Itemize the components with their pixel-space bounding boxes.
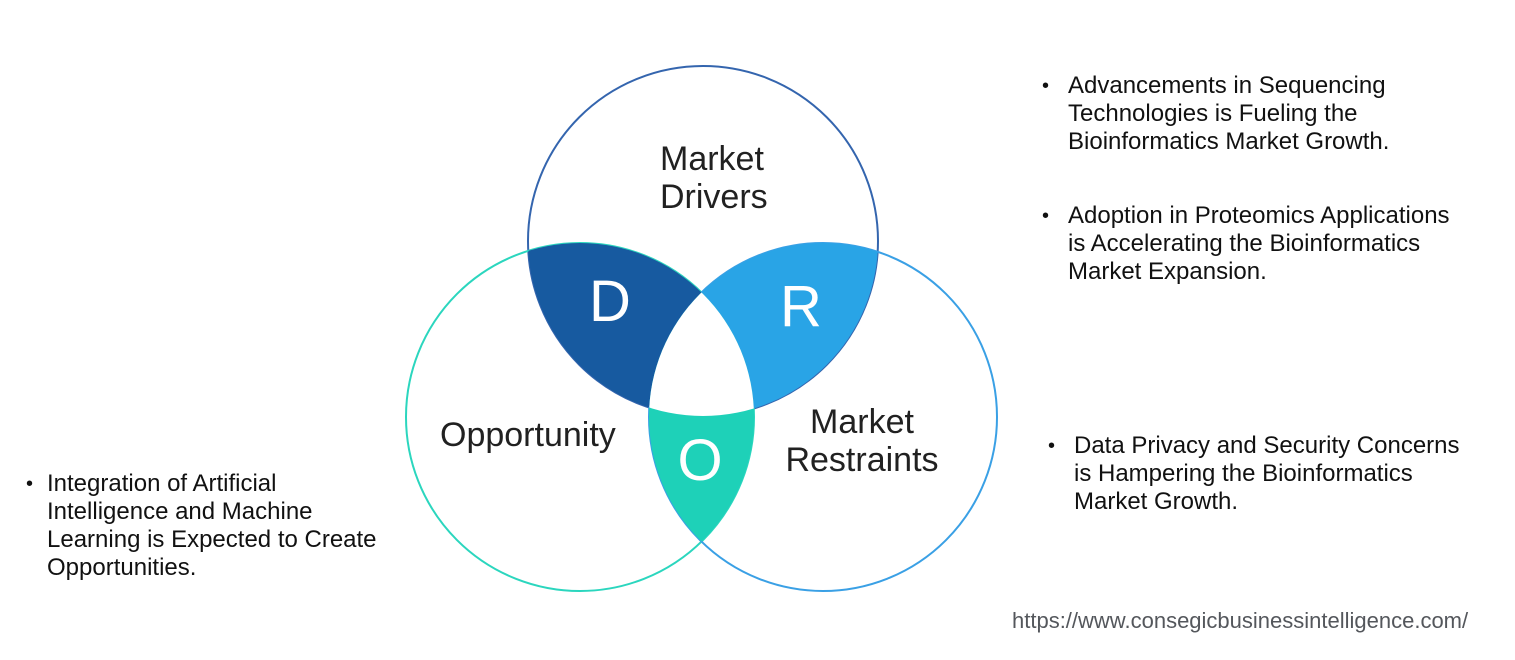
restraint-note-text: Data Privacy and Security Concerns is Ha… xyxy=(1074,432,1460,515)
bullet-marker: • xyxy=(1048,435,1056,457)
drivers-label-line1: Market xyxy=(660,140,764,178)
restraints-label-line1: Market xyxy=(810,403,914,441)
bullet-marker: • xyxy=(26,473,34,495)
opportunity-circle-label: Opportunity xyxy=(440,416,616,454)
drivers-label-line2: Drivers xyxy=(660,178,768,216)
drivers-restraints-overlap-region xyxy=(649,243,878,416)
driver-note-2: • Adoption in Proteomics Applications is… xyxy=(1042,202,1470,286)
source-url: https://www.consegicbusinessintelligence… xyxy=(1012,608,1469,633)
bullet-marker: • xyxy=(1042,75,1050,97)
opportunity-note-text: Integration of Artificial Intelligence a… xyxy=(47,470,377,581)
driver-note-2-text: Adoption in Proteomics Applications is A… xyxy=(1068,202,1450,285)
drivers-circle-label: Market Drivers xyxy=(660,140,768,216)
driver-note-1: • Advancements in Sequencing Technologie… xyxy=(1042,72,1470,156)
opportunity-overlap-letter: O xyxy=(677,428,723,493)
drivers-opportunity-overlap-region xyxy=(528,243,754,416)
driver-note-1-text: Advancements in Sequencing Technologies … xyxy=(1068,72,1390,155)
restraints-circle-label: Market Restraints xyxy=(752,403,972,479)
drivers-overlap-letter: D xyxy=(589,269,631,334)
bullet-marker: • xyxy=(1042,205,1050,227)
restraints-label-line2: Restraints xyxy=(785,441,939,479)
restraint-note: • Data Privacy and Security Concerns is … xyxy=(1048,432,1476,516)
restraints-overlap-letter: R xyxy=(780,274,822,339)
opportunity-note: • Integration of Artificial Intelligence… xyxy=(26,470,392,582)
